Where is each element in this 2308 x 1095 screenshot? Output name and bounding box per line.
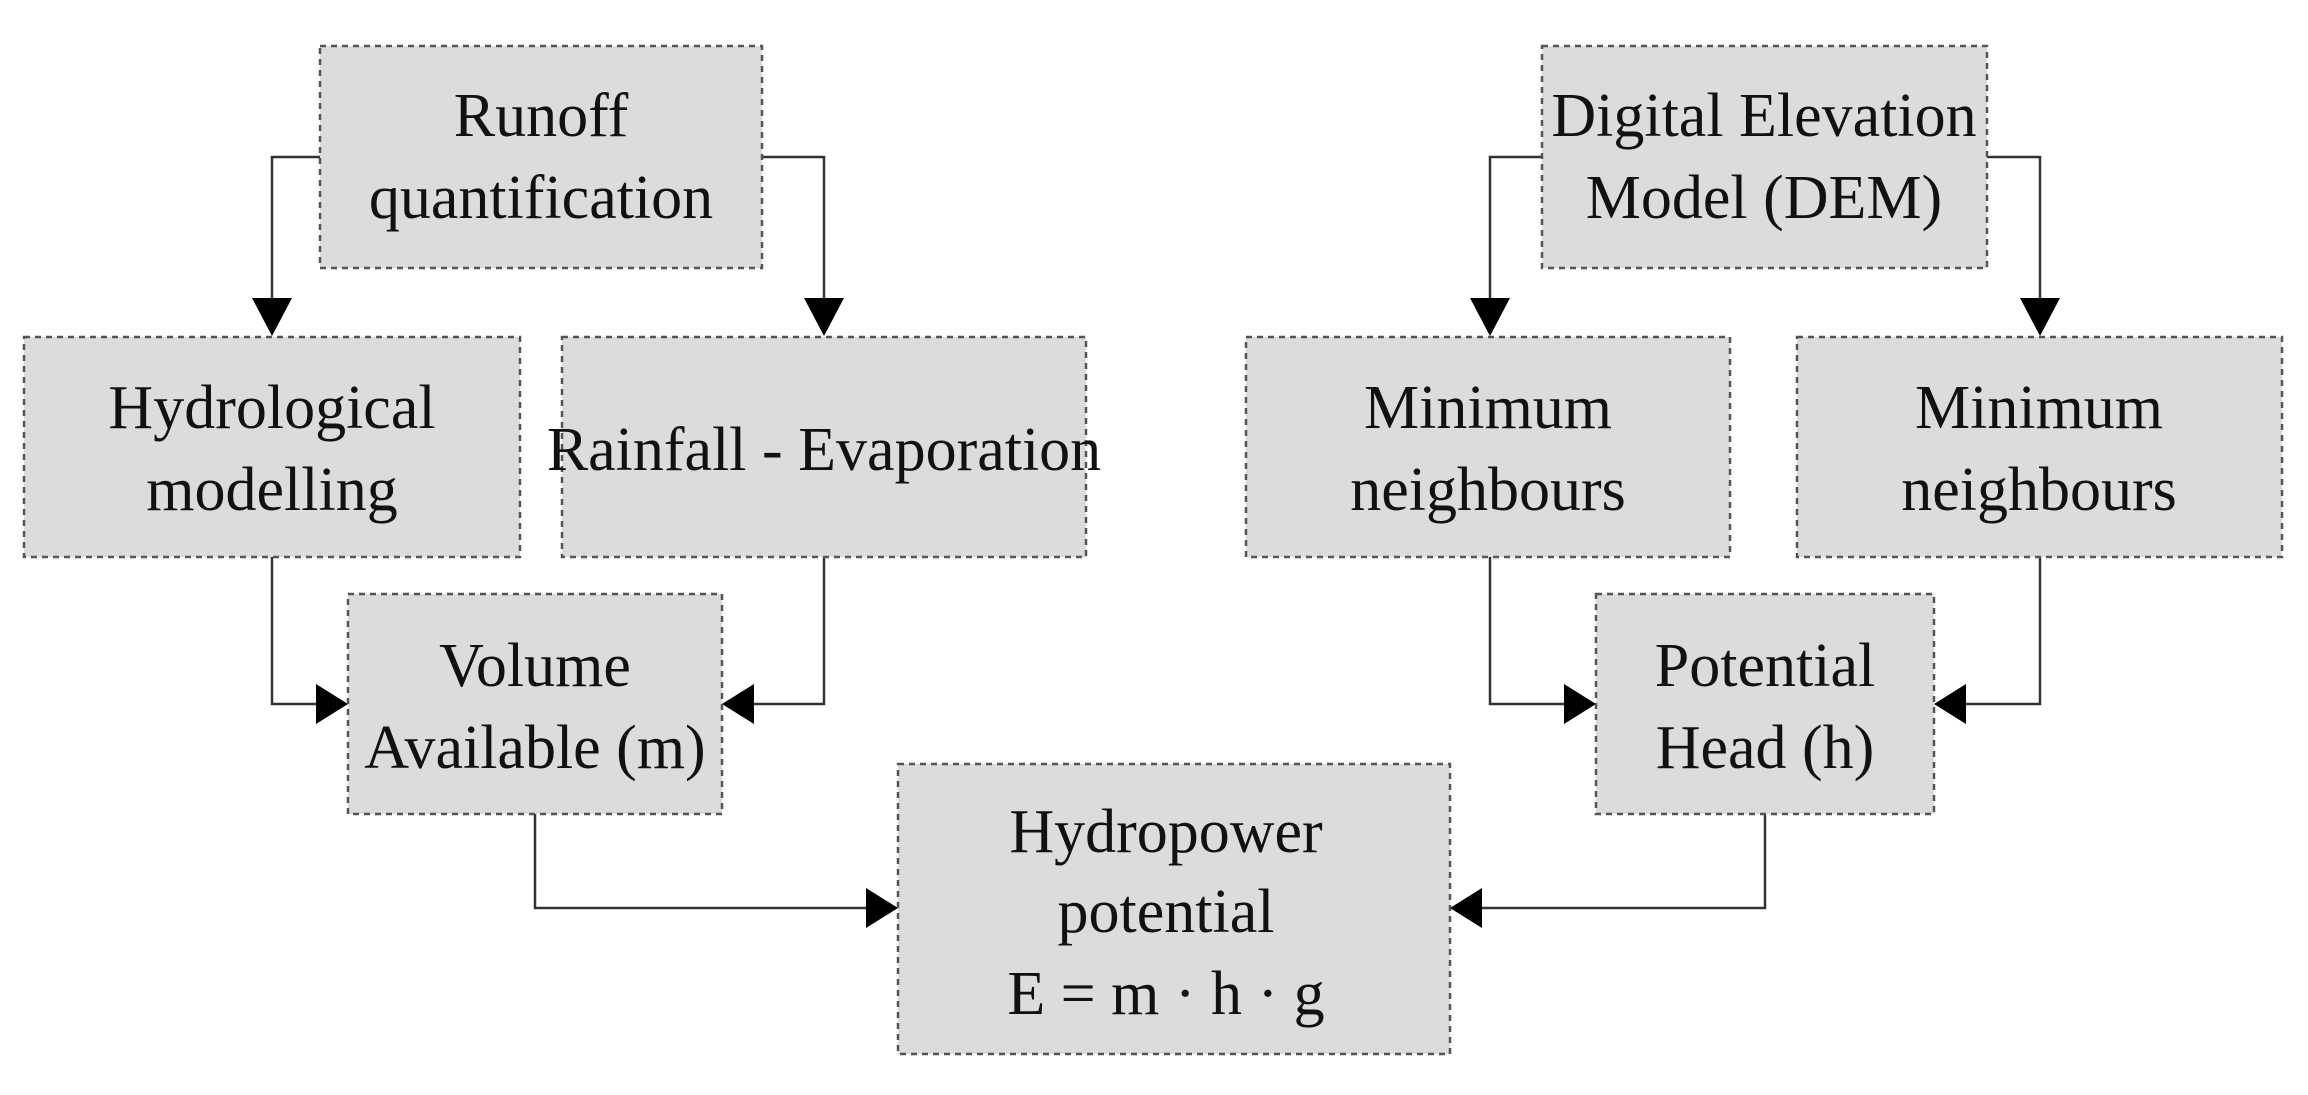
edge-hydrological-to-volume — [270, 556, 316, 706]
edge-min-right-to-head — [1966, 556, 2042, 706]
arrowhead-min-right — [2020, 298, 2060, 336]
node-label-line: Minimum — [1915, 374, 2163, 442]
node-box — [1594, 592, 1936, 816]
node-runoff-quantification: Runoff quantification — [318, 44, 764, 270]
arrowhead-head-right — [1934, 684, 1966, 724]
node-box — [22, 335, 522, 559]
node-label-line: Volume — [439, 632, 631, 700]
node-label-line: neighbours — [1901, 456, 2177, 524]
node-digital-elevation-model: Digital Elevation Model (DEM) — [1540, 44, 1989, 270]
arrowhead-volume-left — [316, 684, 348, 724]
arrowhead-hydrological — [252, 298, 292, 336]
node-potential-head: Potential Head (h) — [1594, 592, 1936, 816]
arrowhead-rainfall — [804, 298, 844, 336]
node-rainfall-evaporation: Rainfall - Evaporation — [547, 335, 1101, 559]
arrowhead-hydropower-right — [1450, 888, 1482, 928]
edges — [252, 155, 2060, 928]
edge-runoff-to-rainfall — [762, 155, 826, 298]
node-box — [1795, 335, 2284, 559]
edge-volume-to-hydropower — [533, 814, 866, 910]
node-label-line: Model (DEM) — [1586, 164, 1942, 232]
node-label-line: modelling — [146, 456, 397, 524]
node-label-line: Minimum — [1364, 374, 1612, 442]
edge-head-to-hydropower — [1482, 814, 1767, 910]
node-minimum-neighbours-right: Minimum neighbours — [1795, 335, 2284, 559]
node-box — [1244, 335, 1732, 559]
node-box — [318, 44, 764, 270]
edge-min-left-to-head — [1488, 556, 1564, 706]
edge-dem-to-min-left — [1488, 155, 1542, 298]
node-label-line: E = m · h · g — [1007, 960, 1324, 1028]
node-volume-available: Volume Available (m) — [346, 592, 724, 816]
node-label-line: neighbours — [1350, 456, 1626, 524]
edge-runoff-to-hydrological — [270, 155, 320, 298]
node-hydropower-potential: Hydropower potential E = m · h · g — [896, 762, 1452, 1056]
node-label-line: Digital Elevation — [1551, 82, 1976, 150]
node-box — [1540, 44, 1989, 270]
arrowhead-volume-right — [722, 684, 754, 724]
node-label-line: Runoff — [454, 82, 629, 150]
node-label-line: quantification — [369, 164, 713, 232]
node-label-line: Rainfall - Evaporation — [547, 416, 1101, 484]
node-label-line: Available (m) — [364, 714, 705, 782]
arrowhead-head-left — [1564, 684, 1596, 724]
node-label-line: Hydropower — [1009, 798, 1323, 866]
node-label-line: potential — [1058, 878, 1275, 946]
node-label-line: Head (h) — [1656, 714, 1875, 782]
arrowhead-hydropower-left — [866, 888, 898, 928]
nodes: Runoff quantification Hydrological model… — [22, 44, 2284, 1056]
node-label-line: Hydrological — [108, 374, 435, 442]
arrowhead-min-left — [1470, 298, 1510, 336]
node-minimum-neighbours-left: Minimum neighbours — [1244, 335, 1732, 559]
node-box — [560, 335, 1088, 559]
edge-dem-to-min-right — [1987, 155, 2042, 298]
node-hydrological-modelling: Hydrological modelling — [22, 335, 522, 559]
node-box — [346, 592, 724, 816]
node-box — [896, 762, 1452, 1056]
edge-rainfall-to-volume — [754, 556, 826, 706]
node-label-line: Potential — [1655, 632, 1875, 700]
